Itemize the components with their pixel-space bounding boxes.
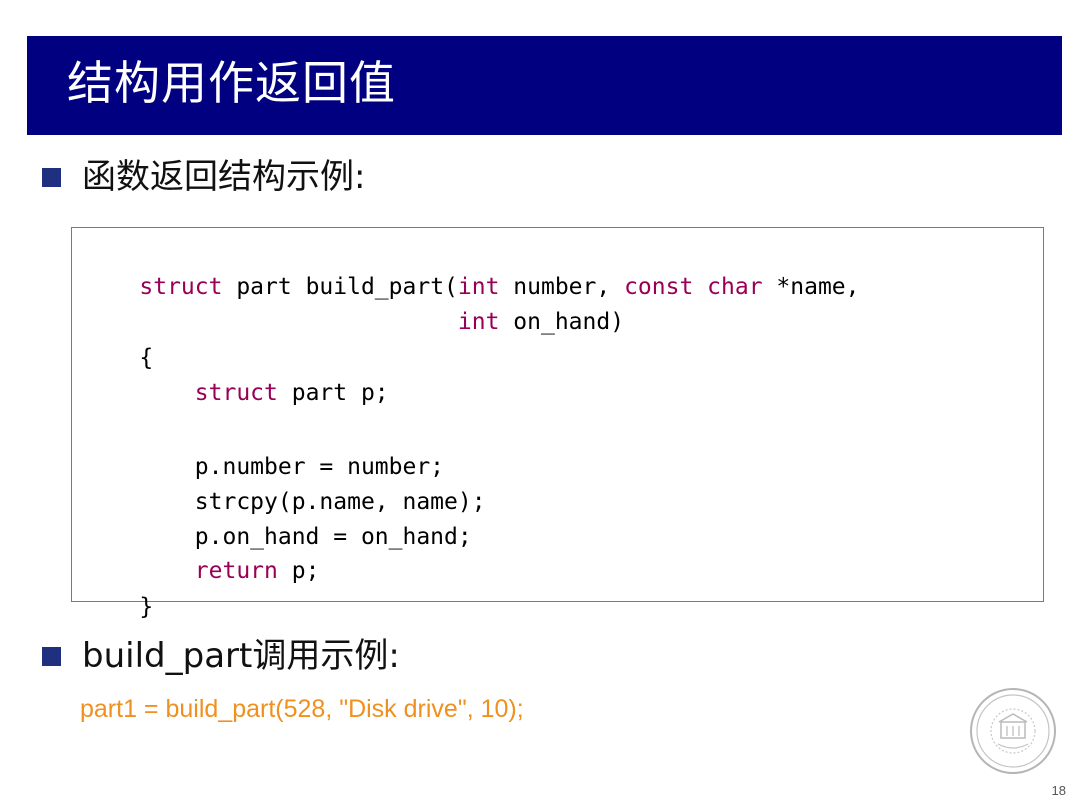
keyword: return [194, 558, 278, 584]
code-text: number, [499, 274, 625, 300]
bullet-text: 函数返回结构示例: [82, 157, 366, 197]
code-line: p.number = number; [84, 416, 444, 518]
bullet-square-icon [42, 646, 61, 666]
code-text: *name, [762, 274, 860, 300]
bullet-function-example: 函数返回结构示例: [42, 155, 365, 199]
keyword: char [707, 274, 763, 300]
code-line: strcpy(p.name, name); [84, 451, 486, 553]
keyword: struct [194, 380, 278, 406]
page-number: 18 [1051, 783, 1066, 798]
code-line: p.on_hand = on_hand; [84, 486, 472, 588]
code-text: part build_part( [222, 274, 458, 300]
code-text: p.on_hand = on_hand; [139, 524, 472, 550]
code-text: on_hand) [499, 309, 625, 335]
slide-title: 结构用作返回值 [67, 56, 396, 110]
code-line: struct part p; [84, 342, 389, 444]
keyword: int [457, 309, 500, 335]
code-text: } [139, 594, 154, 620]
code-indent [139, 309, 458, 335]
bullet-call-example: build_part调用示例: [42, 634, 400, 678]
keyword: const [624, 274, 694, 300]
code-text: part p; [277, 380, 389, 406]
code-line: { [84, 307, 153, 409]
code-text: strcpy(p.name, name); [139, 489, 486, 515]
code-line: int on_hand) [84, 271, 624, 373]
code-text: p; [277, 558, 320, 584]
keyword: int [457, 274, 500, 300]
code-line: } [84, 556, 153, 658]
code-text: { [139, 345, 154, 371]
code-block: struct part build_part(int number, const… [71, 227, 1044, 620]
keyword: struct [139, 274, 223, 300]
code-text: p.number = number; [139, 454, 445, 480]
bullet-square-icon [42, 167, 61, 187]
code-indent [139, 380, 194, 406]
bullet-text: build_part调用示例: [82, 636, 400, 676]
university-seal-icon [968, 686, 1058, 776]
code-line: struct part build_part(int number, const… [84, 236, 860, 338]
code-line: return p; [84, 520, 320, 622]
title-bar: 结构用作返回值 [27, 36, 1062, 135]
code-text [693, 274, 707, 300]
example-call-line: part1 = build_part(528, "Disk drive", 10… [80, 695, 524, 723]
